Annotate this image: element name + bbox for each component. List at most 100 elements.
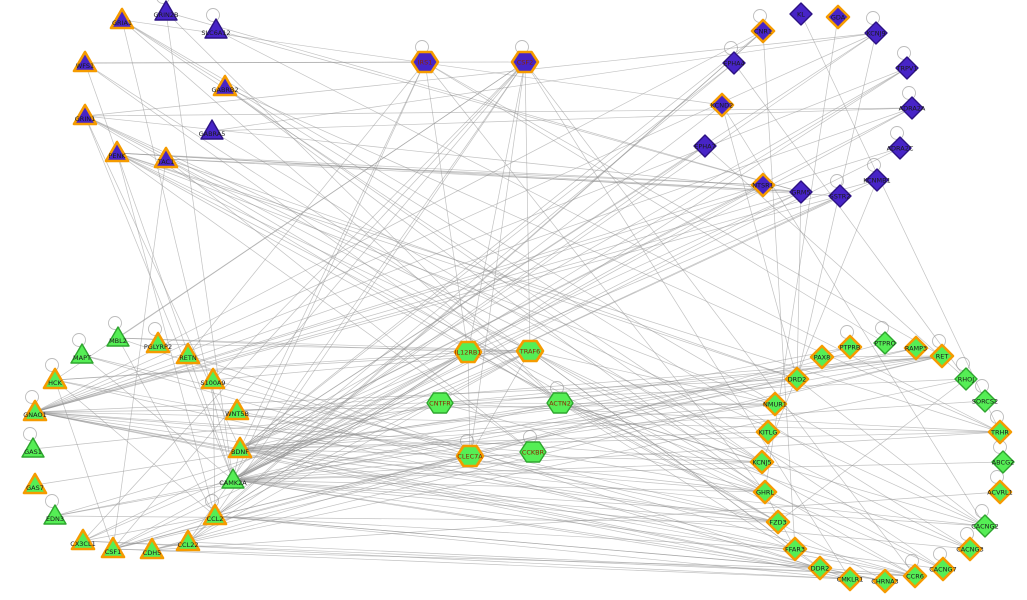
graph-node-kcnj9[interactable]: KCNJ9 [864,21,888,45]
triangle-node-shape[interactable] [221,468,245,489]
diamond-node-shape[interactable] [789,180,813,204]
triangle-node-shape[interactable] [22,472,48,495]
graph-node-hck[interactable]: HCK [42,367,68,390]
graph-node-grin1[interactable]: GRIN1 [72,103,98,126]
diamond-node-shape[interactable] [784,366,810,392]
graph-node-gria1[interactable]: GRIA1 [109,7,135,30]
graph-node-actn2[interactable]: ACTN2 [546,392,574,414]
hexagon-node-shape[interactable] [515,339,545,363]
triangle-node-shape[interactable] [224,398,250,421]
diamond-node-shape[interactable] [750,172,776,198]
triangle-node-shape[interactable] [154,0,178,21]
graph-node-cckbr[interactable]: CCKBR [519,441,547,463]
graph-node-ccr6[interactable]: CCR6 [902,563,928,589]
graph-node-cacng3[interactable]: CACNG3 [956,536,984,562]
graph-node-kcnmb1[interactable]: KCNMB1 [863,168,891,192]
triangle-node-shape[interactable] [100,536,126,559]
graph-node-adra2a[interactable]: ADRA2A [899,96,926,120]
diamond-node-shape[interactable] [895,56,919,80]
diamond-node-shape[interactable] [789,2,813,26]
graph-node-cacng7[interactable]: CACNG7 [929,556,957,582]
triangle-node-shape[interactable] [21,437,45,458]
graph-node-nmur1[interactable]: NMUR1 [762,391,788,417]
graph-node-trhr[interactable]: TRHR [987,419,1013,445]
graph-node-grin2b[interactable]: GRIN2B [154,0,179,21]
graph-node-epha7[interactable]: EPHA7 [693,134,717,158]
triangle-node-shape[interactable] [104,140,130,163]
triangle-node-shape[interactable] [175,529,201,552]
graph-node-cntfr[interactable]: CNTFR [426,392,454,414]
graph-node-ntsr1[interactable]: NTSR1 [750,172,776,198]
diamond-node-shape[interactable] [809,344,835,370]
triangle-node-shape[interactable] [200,119,224,140]
triangle-node-shape[interactable] [153,146,179,169]
hexagon-node-shape[interactable] [426,392,454,414]
diamond-node-shape[interactable] [900,96,924,120]
graph-node-kcnd2[interactable]: KCND2 [709,92,735,118]
diamond-node-shape[interactable] [872,568,898,594]
diamond-node-shape[interactable] [888,136,912,160]
graph-node-fzd3[interactable]: FZD3 [765,509,791,535]
graph-node-gnao1[interactable]: GNAO1 [22,399,48,422]
hexagon-node-shape[interactable] [453,340,483,364]
triangle-node-shape[interactable] [139,537,165,560]
graph-node-rhoj[interactable]: RHOJ [954,367,978,391]
diamond-node-shape[interactable] [954,367,978,391]
triangle-node-shape[interactable] [42,367,68,390]
graph-node-ddr2[interactable]: DDR2 [807,555,833,581]
triangle-node-shape[interactable] [212,74,238,97]
triangle-node-shape[interactable] [202,503,228,526]
diamond-node-shape[interactable] [973,389,997,413]
triangle-node-shape[interactable] [70,343,94,364]
diamond-node-shape[interactable] [837,334,863,360]
diamond-node-shape[interactable] [902,563,928,589]
graph-node-chrna3[interactable]: CHRNA3 [871,568,899,594]
diamond-node-shape[interactable] [987,479,1013,505]
diamond-node-shape[interactable] [930,556,956,582]
diamond-node-shape[interactable] [752,479,778,505]
graph-node-mbl2[interactable]: MBL2 [106,326,130,347]
graph-node-adra2c[interactable]: ADRA2C [887,136,914,160]
graph-node-clec7a[interactable]: CLEC7A [455,444,485,468]
hexagon-node-shape[interactable] [510,50,540,74]
diamond-node-shape[interactable] [957,536,983,562]
hexagon-node-shape[interactable] [455,444,485,468]
diamond-node-shape[interactable] [973,514,997,538]
graph-node-gda[interactable]: GDA [825,4,851,30]
diamond-node-shape[interactable] [755,419,781,445]
graph-node-abcg2[interactable]: ABCG2 [991,450,1015,474]
diamond-node-shape[interactable] [828,184,852,208]
graph-node-acvrl1[interactable]: ACVRL1 [987,479,1013,505]
diamond-node-shape[interactable] [722,51,746,75]
graph-node-wfs1[interactable]: WFS1 [72,50,98,73]
diamond-node-shape[interactable] [782,536,808,562]
diamond-node-shape[interactable] [762,391,788,417]
diamond-node-shape[interactable] [864,21,888,45]
graph-node-grm5[interactable]: GRM5 [789,180,813,204]
graph-node-csf2[interactable]: CSF2 [510,50,540,74]
diamond-node-shape[interactable] [765,509,791,535]
triangle-node-shape[interactable] [227,436,253,459]
graph-node-gabrb2[interactable]: GABRB2 [211,74,239,97]
diamond-node-shape[interactable] [903,335,929,361]
triangle-node-shape[interactable] [200,367,226,390]
triangle-node-shape[interactable] [109,7,135,30]
diamond-node-shape[interactable] [709,92,735,118]
diamond-node-shape[interactable] [929,343,955,369]
diamond-node-shape[interactable] [693,134,717,158]
triangle-node-shape[interactable] [43,504,67,525]
diamond-node-shape[interactable] [873,331,897,355]
triangle-node-shape[interactable] [72,50,98,73]
diamond-node-shape[interactable] [825,4,851,30]
graph-node-ret[interactable]: RET [929,343,955,369]
hexagon-node-shape[interactable] [410,50,440,74]
diamond-node-shape[interactable] [750,18,776,44]
graph-node-kl[interactable]: KL [789,2,813,26]
graph-node-ptpro[interactable]: PTPRO [873,331,897,355]
triangle-node-shape[interactable] [204,18,228,39]
graph-node-irs1[interactable]: IRS1 [410,50,440,74]
graph-node-il12rb1[interactable]: IL12RB1 [453,340,483,364]
graph-node-trpv1[interactable]: TRPV1 [895,56,919,80]
